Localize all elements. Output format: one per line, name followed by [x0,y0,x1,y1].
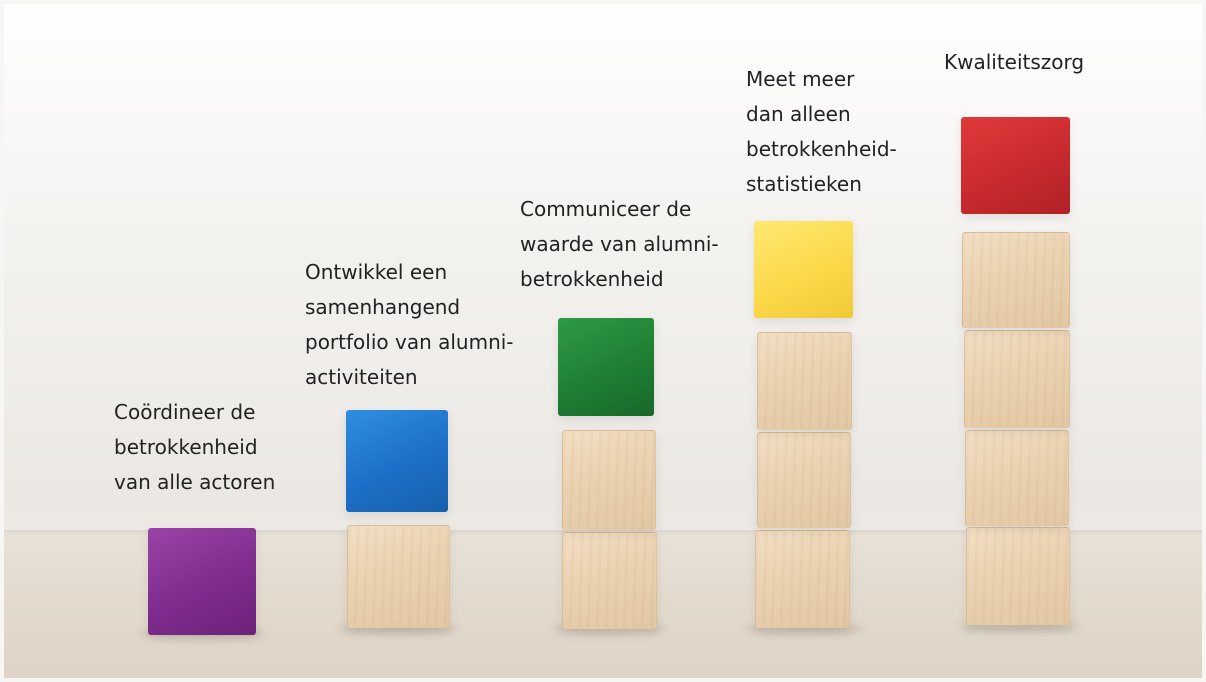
wood-block [347,525,450,628]
label-line: portfolio van alumni- [305,330,514,354]
yellow-block [754,221,853,318]
red-block [961,117,1070,214]
blue-block [346,410,448,512]
wood-block [562,430,656,530]
label-line: statistieken [746,172,862,196]
label-step-3: Communiceer de waarde van alumni- betrok… [520,192,719,297]
label-line: waarde van alumni- [520,232,719,256]
label-line: betrokkenheid- [746,137,897,161]
wood-block [755,530,850,628]
label-line: betrokkenheid [520,267,664,291]
label-line: Coördineer de [114,400,256,424]
block-shadow [552,624,667,634]
block-shadow [338,624,458,634]
wood-block [757,332,852,430]
label-line: samenhangend [305,295,461,319]
label-line: Kwaliteitszorg [944,50,1085,74]
label-line: activiteiten [305,365,418,389]
label-line: betrokkenheid [114,435,258,459]
wood-block [962,232,1070,328]
label-line: Meet meer [746,67,855,91]
green-block [558,318,654,416]
wood-block [965,430,1069,526]
label-line: dan alleen [746,102,851,126]
block-shadow [745,624,863,634]
wood-block [562,532,657,629]
label-step-2: Ontwikkel een samenhangend portfolio van… [305,255,514,395]
block-shadow [958,622,1080,632]
label-step-5: Kwaliteitszorg [944,45,1084,80]
purple-block [148,528,256,635]
label-line: Communiceer de [520,197,692,221]
wood-block [966,527,1070,625]
label-line: Ontwikkel een [305,260,448,284]
wood-block [757,432,851,528]
label-line: van alle actoren [114,470,276,494]
label-step-4: Meet meer dan alleen betrokkenheid- stat… [746,62,897,202]
label-step-1: Coördineer de betrokkenheid van alle act… [114,395,275,500]
wood-block [964,330,1070,428]
